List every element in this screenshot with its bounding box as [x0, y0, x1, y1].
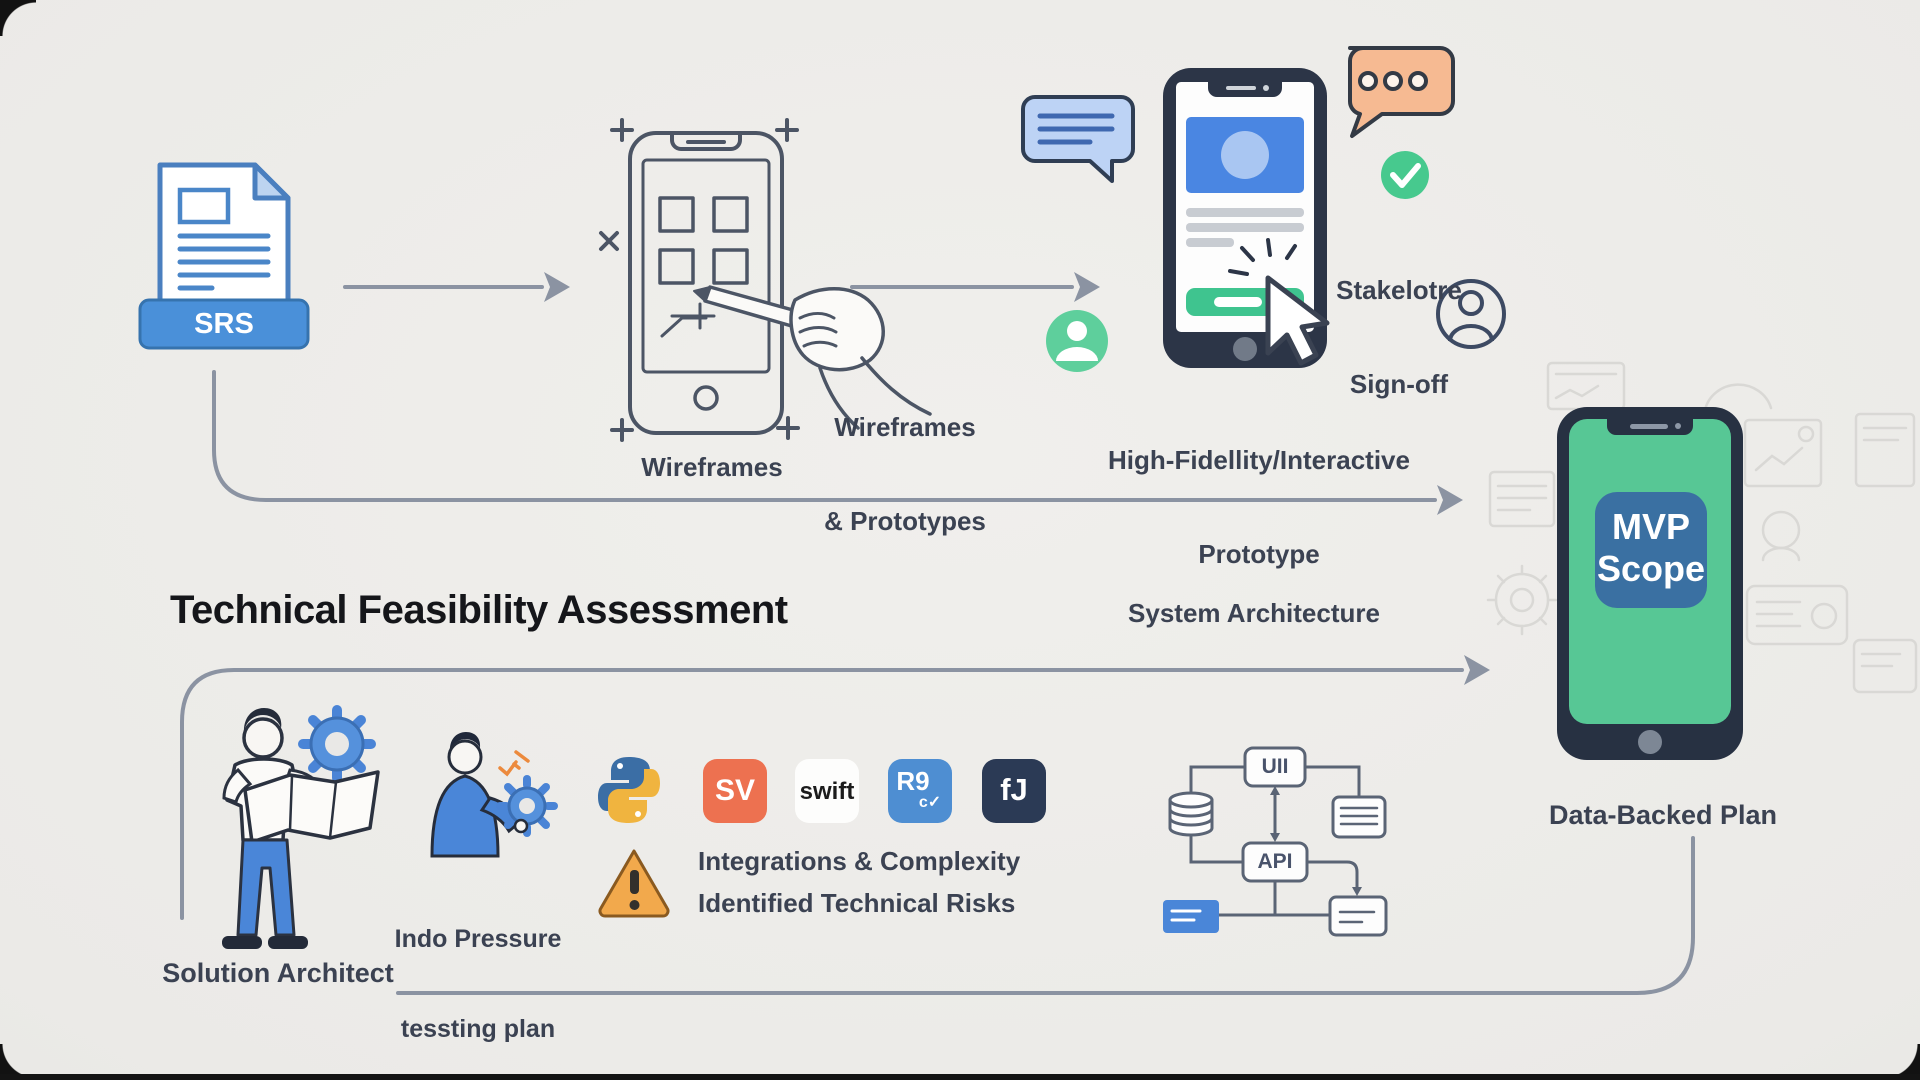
mvp-line1: MVP [1611, 506, 1691, 547]
wireframes-prototypes-label: Wireframes & Prototypes [824, 350, 986, 600]
ui-box [1243, 746, 1307, 788]
system-architecture-label: System Architecture [1128, 598, 1380, 628]
arrow-icon [396, 836, 1695, 995]
srs-badge-label: SRS [194, 308, 254, 340]
wireframes-caption: Wireframes [641, 452, 783, 482]
tech-stack-tiles [703, 759, 1046, 823]
data-backed-plan-label: Data-Backed Plan [1548, 800, 1778, 830]
blue-node-icon [1163, 900, 1219, 933]
chat-bubble-icon [1021, 95, 1135, 183]
fj-icon [982, 759, 1046, 823]
wireframes-prototypes-line2: & Prototypes [824, 505, 986, 536]
stakeholder-line2: Sign-off [1349, 368, 1449, 399]
hifi-label-line2: Prototype [1198, 538, 1320, 569]
pressure-line2: tessting plan [400, 1015, 556, 1043]
arrowhead [1437, 485, 1463, 515]
check-icon [1381, 151, 1429, 199]
fj-tile-label: fJ [1000, 772, 1028, 807]
dots-bubble-icon [1348, 46, 1455, 138]
section-heading: Technical Feasibility Assessment [170, 588, 788, 632]
ui-box-label: UII [1261, 755, 1289, 778]
hifi-prototype-label: High-Fidellity/Interactive Prototype [1108, 383, 1410, 633]
swift-tile-label: swift [799, 778, 855, 805]
pressure-testing-label: Indo Pressure tessting plan [395, 864, 562, 1080]
arrow-icon [212, 370, 1437, 502]
stakeholder-signoff-label: Stakelotre Sign-off [1336, 213, 1462, 463]
python-icon [598, 757, 660, 823]
swift-icon [795, 759, 859, 823]
cursor-icon [1228, 238, 1330, 366]
plus-mark-icon [610, 118, 800, 442]
mvp-app-label: MVP Scope [1597, 506, 1705, 591]
document-node-icon [1331, 795, 1387, 839]
hifi-label-line1: High-Fidellity/Interactive [1108, 445, 1410, 476]
architecture-diagram [1163, 746, 1388, 937]
sv-tile-label: SV [714, 774, 756, 807]
pressure-line1: Indo Pressure [394, 925, 562, 953]
database-icon [1168, 791, 1214, 837]
gear-icon [496, 775, 558, 837]
srs-document-icon [138, 162, 310, 350]
drawing-hand-icon [693, 285, 932, 430]
arrowhead [544, 272, 570, 302]
arrowhead [1074, 272, 1100, 302]
stakeholder-line1: Stakelotre [1336, 275, 1462, 306]
mvp-line2: Scope [1596, 548, 1706, 590]
faint-sketches [1486, 361, 1918, 694]
arrow-icon [180, 668, 1464, 920]
person-outline-icon [1436, 279, 1506, 349]
avatar-icon [1046, 310, 1108, 372]
mvp-phone-icon [1557, 407, 1743, 760]
arrowhead [1464, 655, 1490, 685]
flow-arrows [180, 272, 1695, 995]
risks-label: Identified Technical Risks [698, 888, 1016, 918]
r9-tile-sublabel: c✓ [918, 794, 942, 811]
integrations-label: Integrations & Complexity [698, 846, 1021, 876]
gear-icon [298, 705, 376, 783]
r9-tile-label: R9 [896, 766, 930, 796]
warning-icon [598, 849, 670, 918]
frame-edge [0, 1074, 1920, 1080]
engineer-gear-icon [430, 732, 558, 858]
solution-architect-caption: Solution Architect [162, 958, 394, 988]
frame-corner [0, 0, 36, 36]
x-mark-icon [599, 231, 619, 251]
api-box-label: API [1257, 850, 1293, 873]
api-box [1241, 841, 1309, 883]
white-node-icon [1328, 895, 1388, 937]
sv-icon [703, 759, 767, 823]
wireframes-prototypes-line1: Wireframes [834, 412, 976, 443]
wireframe-phone-icon [599, 118, 932, 442]
solution-architect-icon [222, 705, 380, 949]
r9-icon [888, 759, 952, 823]
